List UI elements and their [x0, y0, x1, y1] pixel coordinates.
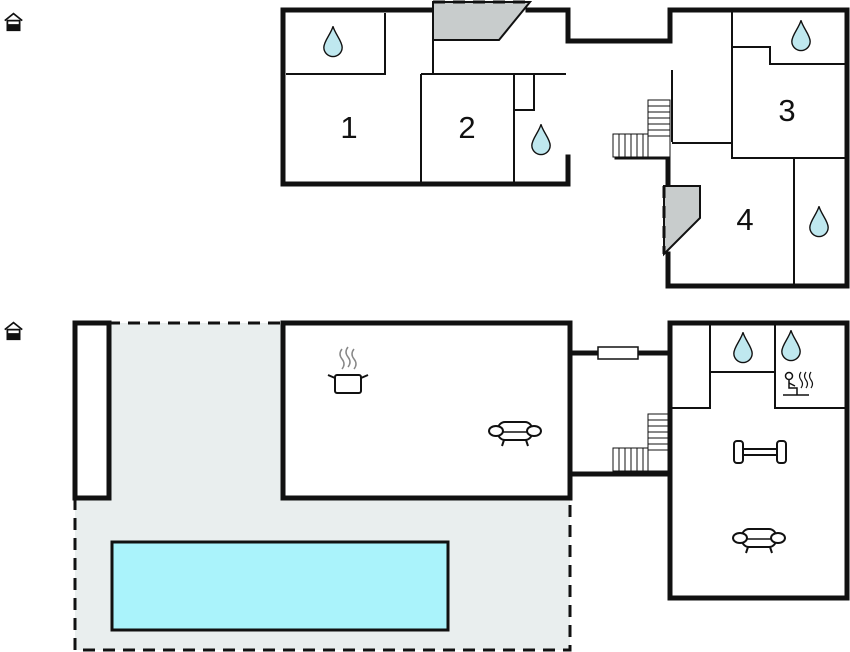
room-label-4: 4: [736, 202, 753, 237]
swimming-pool: [110, 540, 450, 632]
kitchen-living-room: [280, 320, 573, 501]
lower-floor: [3, 320, 850, 652]
upper-door-top: [432, 1, 533, 41]
bathroom-water-drop-icon-4: [809, 205, 829, 238]
upper-floor: 1 2 3 4: [3, 0, 850, 289]
bathroom-water-drop-icon-6: [781, 329, 801, 362]
gym-dumbbell-icon: [733, 440, 787, 464]
gym-sofa-icon: [732, 528, 786, 554]
room-label-2: 2: [458, 110, 475, 145]
lower-floor-house-icon: [3, 321, 24, 341]
window: [597, 346, 639, 360]
bathroom-water-drop-icon-1: [323, 25, 343, 58]
bathroom-water-drop-icon-5: [733, 331, 753, 364]
upper-door-right: [663, 185, 701, 257]
pool-side-structure: [72, 320, 112, 501]
gym-room: [667, 320, 850, 601]
room-label-1: 1: [340, 110, 357, 145]
lower-stairs-icon: [612, 413, 671, 472]
room-label-3: 3: [778, 93, 795, 128]
bathroom-water-drop-icon-3: [791, 19, 811, 52]
upper-floor-house-icon: [3, 12, 24, 32]
bathroom-water-drop-icon-2: [531, 123, 551, 156]
upper-stairs-icon: [612, 99, 671, 158]
sauna-icon: [782, 371, 814, 396]
